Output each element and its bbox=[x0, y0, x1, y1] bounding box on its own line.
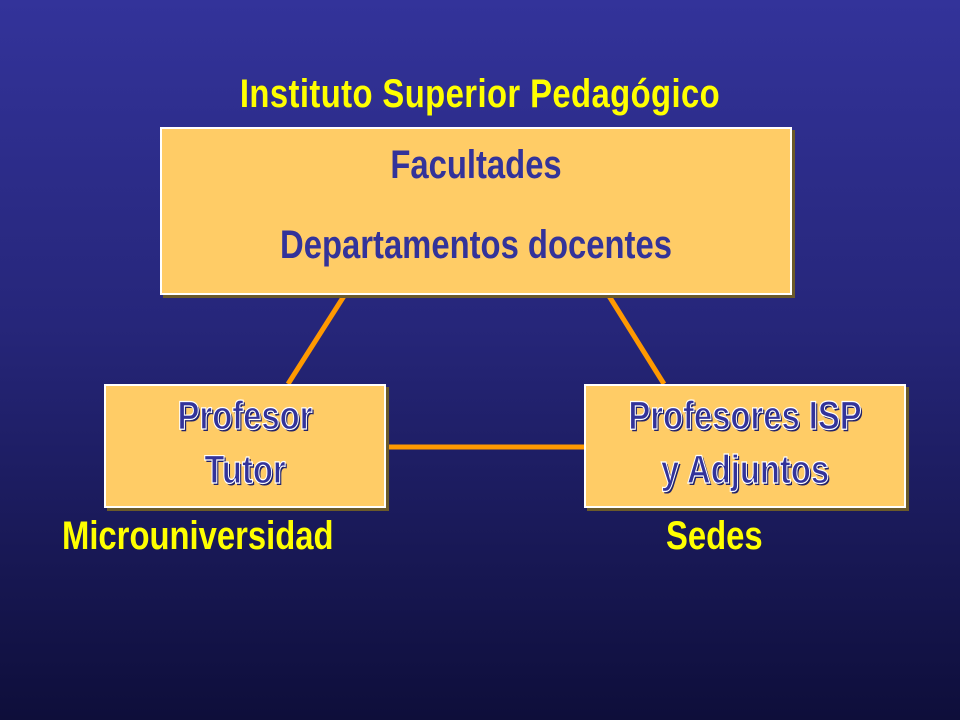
sites-caption: Sedes bbox=[666, 514, 763, 558]
microuniversity-caption: Microuniversidad bbox=[62, 514, 334, 558]
tutor-line-2: Tutor bbox=[204, 447, 286, 492]
professors-line-2: y Adjuntos bbox=[660, 447, 830, 492]
faculties-label: Facultades bbox=[390, 143, 562, 187]
faculties-box: Facultades Departamentos docentes bbox=[160, 127, 792, 295]
professors-box: Profesores ISP y Adjuntos bbox=[584, 384, 906, 508]
tutor-box: Profesor Tutor bbox=[104, 384, 386, 508]
connector-top-left bbox=[285, 294, 347, 386]
professors-line-1: Profesores ISP bbox=[628, 393, 862, 438]
departments-label: Departamentos docentes bbox=[280, 223, 672, 267]
slide-title: Instituto Superior Pedagógico bbox=[239, 72, 721, 116]
connector-top-right bbox=[606, 294, 667, 386]
tutor-line-1: Profesor bbox=[177, 393, 313, 438]
